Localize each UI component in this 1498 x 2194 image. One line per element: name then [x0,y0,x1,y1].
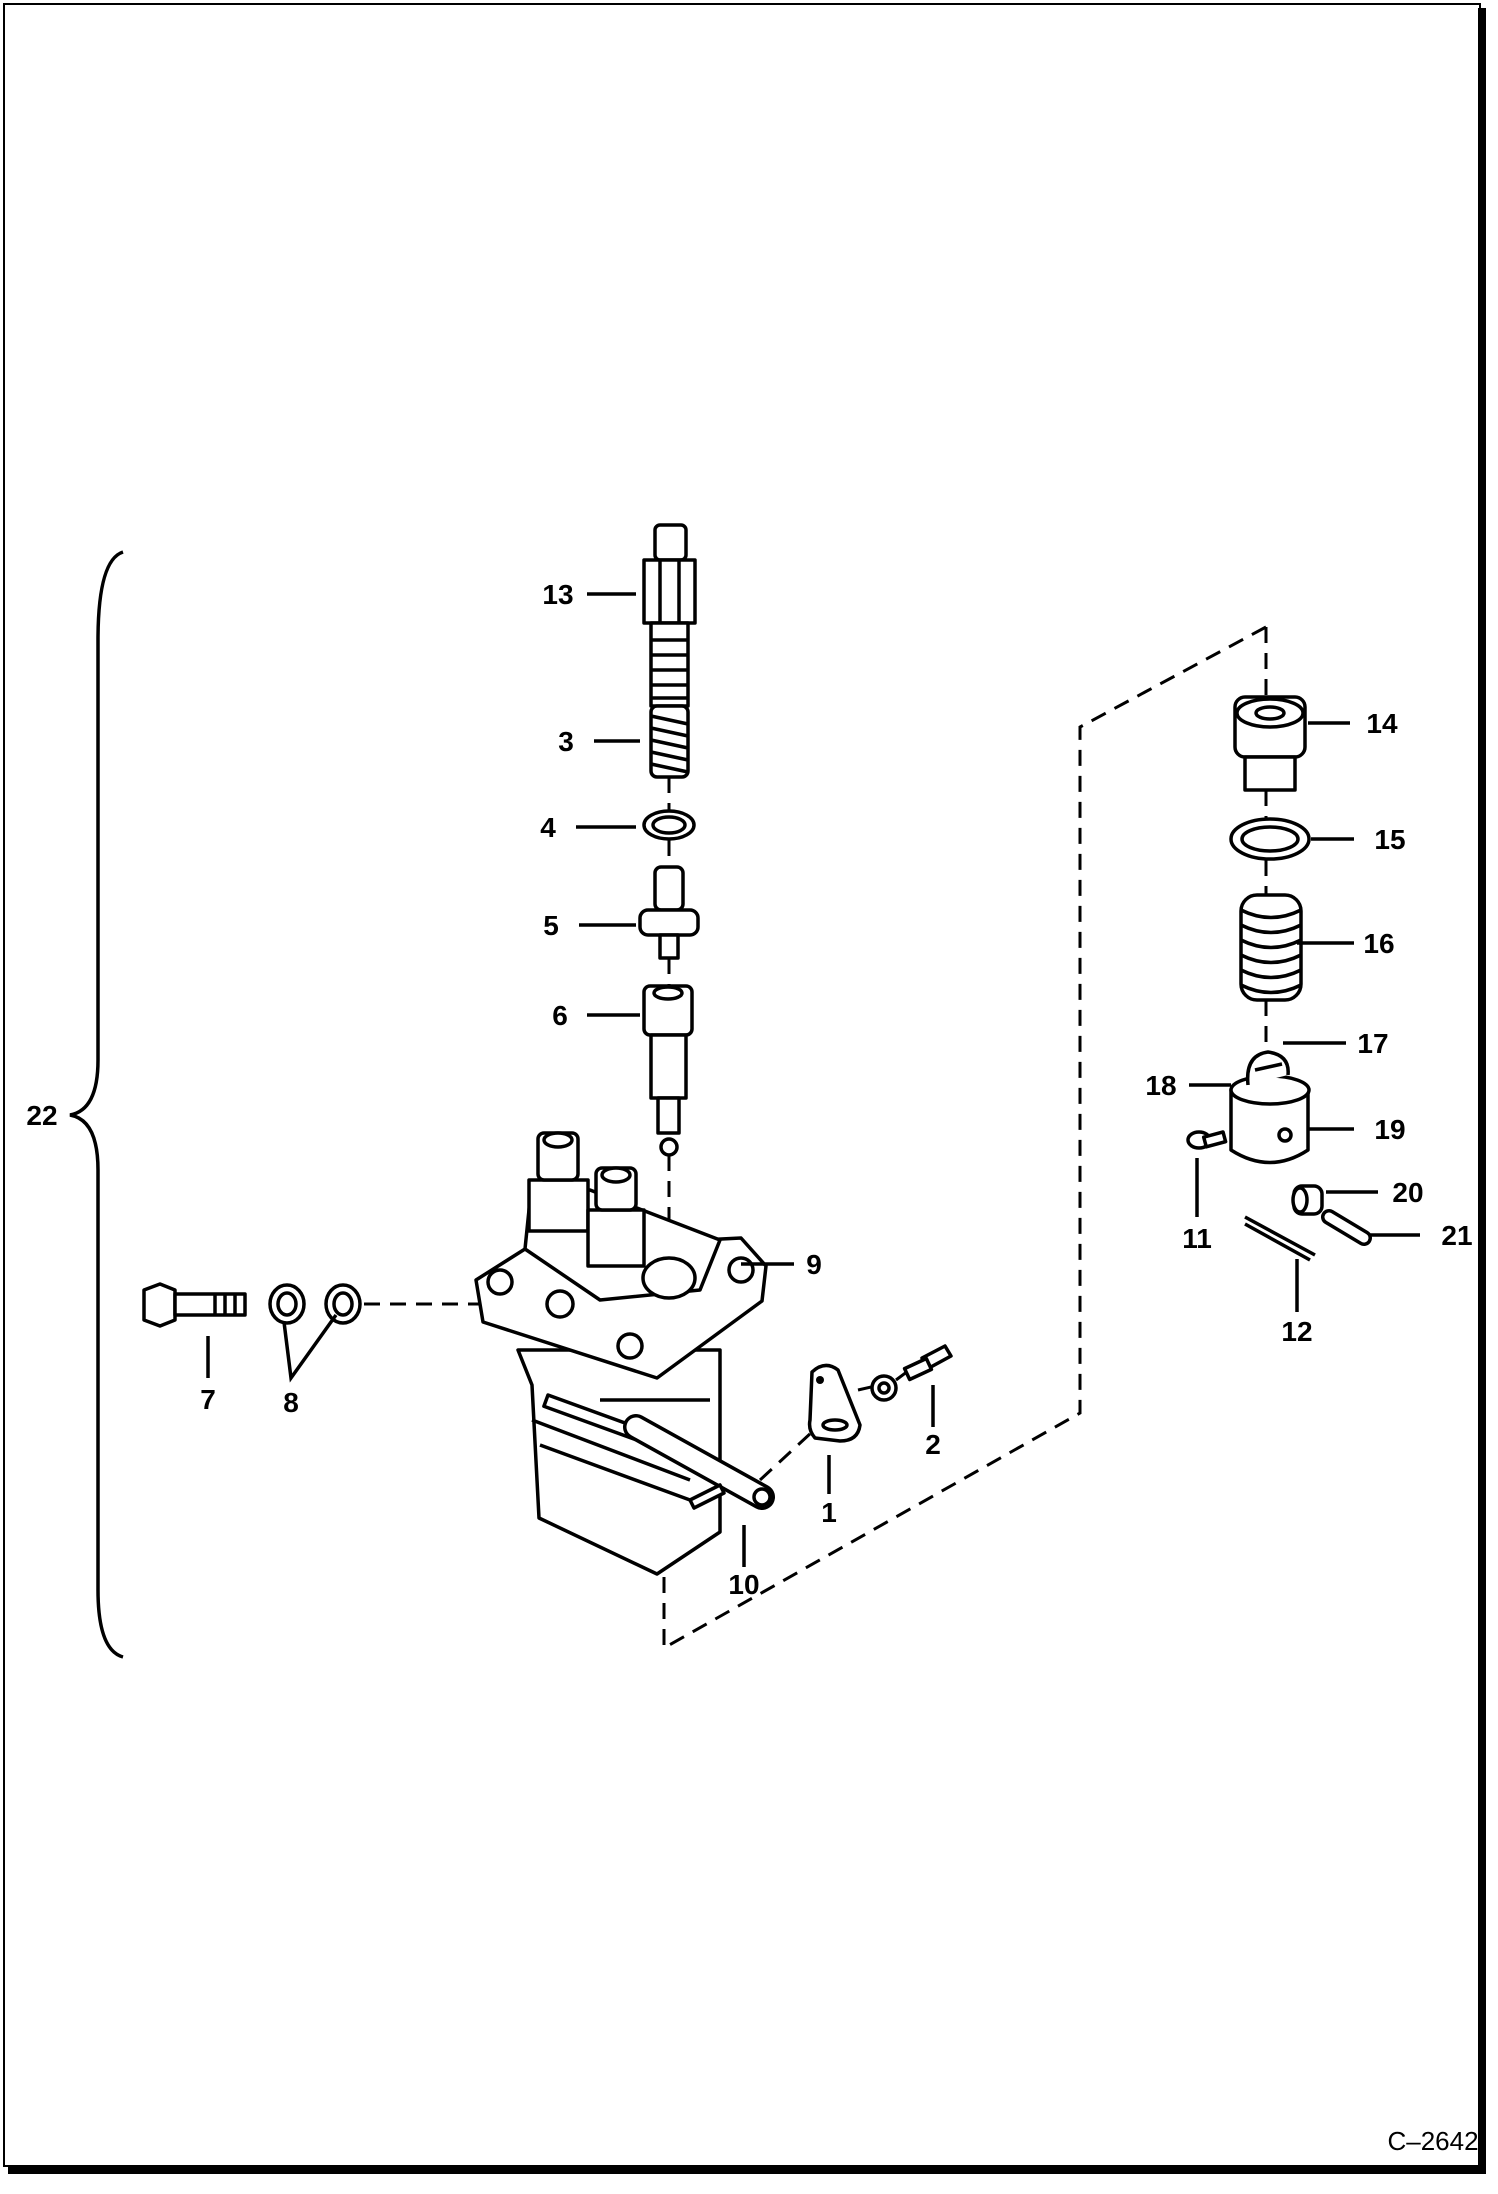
callout-7: 7 [200,1384,216,1415]
callout-8: 8 [283,1387,299,1418]
callout-20: 20 [1392,1177,1423,1208]
callout-4: 4 [540,812,556,843]
callout-13: 13 [542,579,573,610]
callout-5: 5 [543,910,559,941]
part-12-cotter-pin [1244,1215,1316,1262]
frame-shadow [8,8,1486,2174]
callout-6: 6 [552,1000,568,1031]
part-5-delivery-valve [638,865,700,960]
assembly-brace [69,550,124,1659]
callout-15: 15 [1374,824,1405,855]
part-13-delivery-valve-holder [642,523,697,708]
part-2-screw-nut [870,1344,953,1402]
callout-12: 12 [1281,1316,1312,1347]
callout-11: 11 [1182,1223,1212,1254]
part-9-pump-body [474,1131,768,1576]
part-7-banjo-bolt [142,1282,247,1328]
part-15-washer [1229,817,1311,861]
callout-3: 3 [558,726,574,757]
part-17-18-19-governor-housing [1229,1050,1311,1165]
callout-22-assembly: 22 [26,1100,57,1131]
part-4-washer [642,809,696,841]
callout-10: 10 [728,1569,759,1600]
callout-21: 21 [1441,1220,1472,1251]
callout-9: 9 [806,1249,822,1280]
part-6-plunger-barrel [642,984,694,1157]
part-8-washers [268,1283,362,1325]
part-21-pin [1321,1209,1372,1246]
callout-2: 2 [925,1429,941,1460]
part-3-spring [649,704,690,779]
figure-id: C–2642 [1387,2126,1478,2156]
callout-16: 16 [1363,928,1394,959]
part-10-control-rod [623,1414,775,1510]
part-11-screw [1186,1130,1228,1150]
leader-lines [206,592,1420,1567]
callout-labels: 1 2 3 4 5 6 7 8 9 10 11 12 13 14 15 16 1… [26,579,1478,2156]
callout-1: 1 [821,1497,837,1528]
callout-17: 17 [1357,1028,1388,1059]
callout-19: 19 [1374,1114,1405,1145]
callout-14: 14 [1366,708,1398,739]
part-14-cap [1233,695,1307,792]
part-16-spring [1239,893,1303,1002]
part-1-lever [807,1363,862,1443]
callout-18: 18 [1145,1070,1176,1101]
part-20-sleeve [1291,1184,1324,1216]
